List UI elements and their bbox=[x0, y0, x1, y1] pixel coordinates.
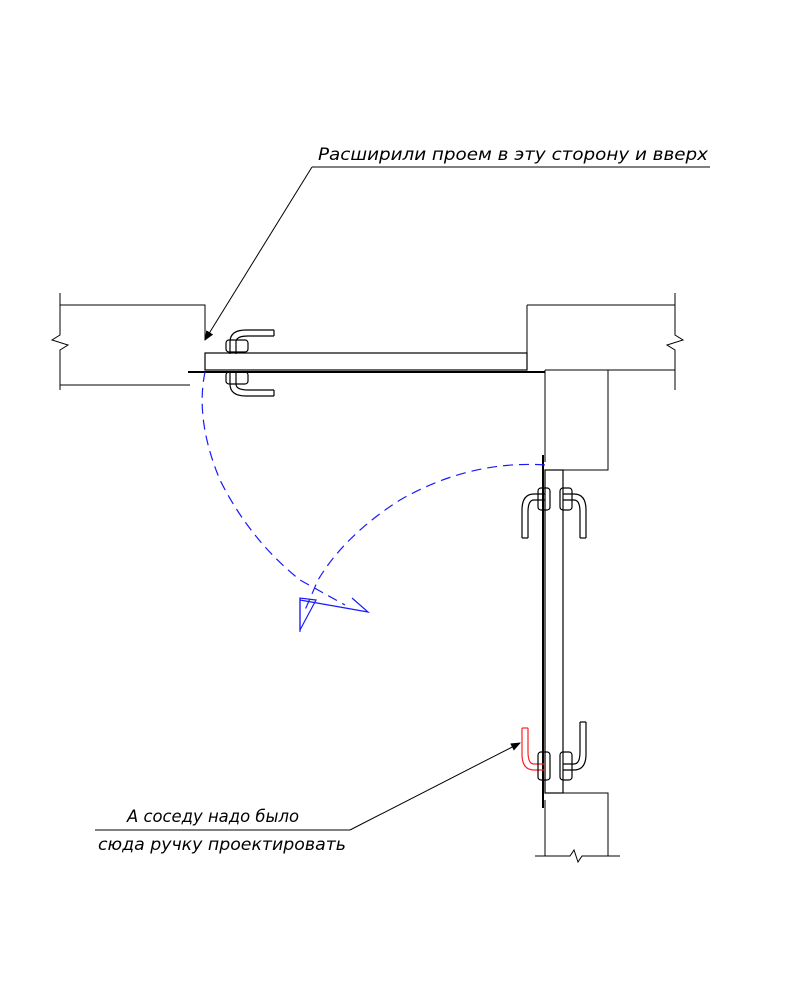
left-wall bbox=[50, 293, 206, 390]
bottom-note-line2: сюда ручку проектировать bbox=[98, 835, 346, 855]
door-swing-paths bbox=[201, 371, 546, 632]
vertical-door-handles-lower-highlighted bbox=[521, 721, 587, 781]
horizontal-door-leaf bbox=[188, 352, 545, 373]
top-note-text: Расширили проем в эту сторону и вверх bbox=[318, 145, 709, 165]
right-wall bbox=[526, 293, 685, 471]
bottom-note-line1: А соседу надо было bbox=[126, 807, 299, 827]
swing-arrow-head-right bbox=[299, 597, 371, 613]
top-annotation: Расширили проем в эту сторону и вверх bbox=[204, 145, 710, 341]
vertical-door-handles-upper bbox=[521, 487, 587, 539]
vertical-door-leaf bbox=[542, 455, 564, 808]
horizontal-door-handles bbox=[225, 329, 275, 397]
bottom-annotation: А соседу надо было сюда ручку проектиров… bbox=[95, 742, 521, 855]
bottom-wall bbox=[535, 792, 620, 864]
